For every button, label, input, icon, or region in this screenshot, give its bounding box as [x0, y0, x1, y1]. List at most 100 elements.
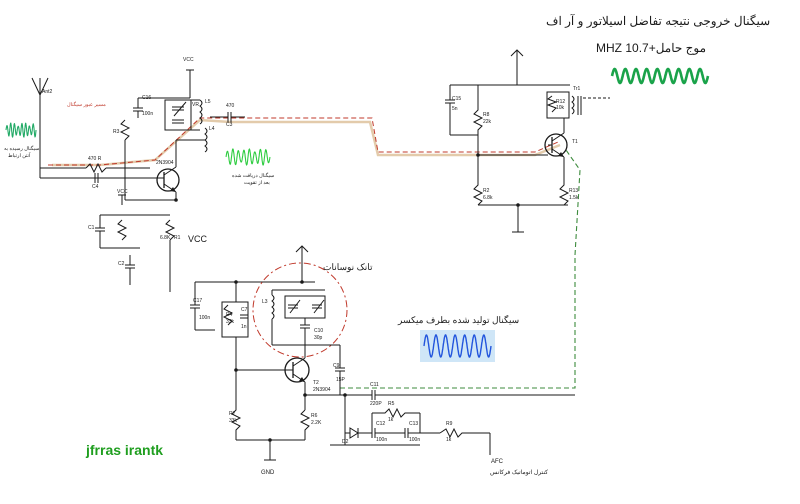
resistor-r6 [299, 409, 311, 440]
rf-signal-path [52, 118, 561, 167]
label-r4-osc-val: 33k [226, 319, 235, 325]
mixer-signal-waveform [420, 330, 495, 362]
label-c13: C13 [409, 421, 419, 427]
afc-note: کنترل اتوماتیک فرکانس [490, 470, 548, 476]
label-tr1: Tr1 [573, 86, 581, 92]
capacitor-c10 [300, 318, 310, 345]
tank-circuit-label: تانک نوسانات [323, 262, 373, 272]
label-c11-val: 220P [370, 401, 382, 407]
vcc-label-bias: VCC [117, 189, 128, 195]
capacitor-c1 [95, 215, 105, 248]
inductor-l3 [271, 294, 275, 320]
vcc-label-osc: VCC [188, 234, 208, 244]
capacitor-c7 [240, 314, 248, 319]
label-c17: C17 [193, 298, 203, 304]
osc-signal-path [340, 149, 581, 389]
label-r6-val: 2.2K [311, 420, 322, 426]
capacitor-c3 [227, 112, 232, 122]
label-c3: C3 [226, 122, 233, 128]
label-t2-val: 2N3904 [313, 387, 331, 393]
resistor-r1 [164, 219, 176, 241]
label-r7-val: 33k [229, 418, 238, 424]
capacitor-c16 [133, 98, 143, 118]
watermark-text: jfrras irantk [86, 442, 164, 458]
diode-d2 [349, 427, 359, 439]
label-c12: C12 [376, 421, 386, 427]
mixer-transistor [544, 132, 568, 158]
label-c4: C4 [92, 184, 99, 190]
label-r9: R9 [446, 421, 453, 427]
signal-path-label: مسیر عبور سیگنال [67, 102, 106, 108]
output-signal-waveform [610, 67, 710, 85]
received-signal-label: سیگنال دریافت شده [232, 173, 275, 179]
label-r5-val: 1k [388, 417, 394, 423]
label-c16-val: 100n [142, 111, 154, 117]
label-r12-val: 10k [556, 105, 565, 111]
label-t2: T2 [313, 380, 319, 386]
label-c9: C9 [333, 363, 340, 369]
resistor-r9 [439, 427, 490, 439]
antenna-symbol [31, 77, 49, 178]
capacitor-c2 [125, 255, 135, 285]
label-c17-val: 100n [199, 315, 211, 321]
label-r13: R13 [569, 188, 579, 194]
label-l3: L3 [262, 299, 268, 305]
rf-tank-varactor [164, 99, 192, 131]
capacitor-c13 [404, 428, 409, 438]
label-c7: C7 [241, 307, 248, 313]
capacitor-c15 [445, 85, 455, 135]
label-r13-val: 1.5k [569, 195, 579, 201]
label-c10: C10 [314, 328, 324, 334]
capacitor-c11 [371, 390, 376, 400]
oscillator-transistor [236, 357, 310, 383]
capacitor-c9 [335, 345, 345, 395]
label-r8: R8 [483, 112, 490, 118]
label-c12-val: 100n [376, 437, 388, 443]
label-c3-val: 470 [226, 103, 235, 109]
received-signal-label-2: بعد از تقویت [244, 180, 270, 186]
resistor-r5 [372, 407, 420, 419]
resistor-r3 [119, 119, 131, 141]
antenna-signal-waveform [5, 122, 37, 138]
resistor-r4 [85, 162, 107, 174]
label-c10-val: 30p [314, 335, 323, 341]
label-c2: C2 [118, 261, 125, 267]
mixer-signal-label: سیگنال تولید شده بطرف میکسر [398, 315, 520, 325]
label-q-rf: 2N3904 [156, 160, 174, 166]
inductor-l5 [199, 99, 203, 125]
label-c16: C16 [142, 95, 152, 101]
rf-transistor [150, 166, 180, 193]
potentiometer [116, 219, 128, 241]
label-r2-val: 6.8k [483, 195, 493, 201]
if-transformer [571, 95, 610, 115]
carrier-note: موج حامل+10.7 MHZ [596, 41, 707, 55]
resistor-r12 [546, 91, 570, 119]
label-c11: C11 [370, 382, 379, 388]
label-c9-val: 15P [336, 377, 345, 383]
label-vr: VR [192, 102, 199, 108]
antenna-label: Ant2 [42, 89, 53, 95]
label-r7: R7 [229, 411, 236, 417]
label-r-470: 470 R [88, 156, 102, 162]
label-r6: R6 [311, 413, 318, 419]
resistor-r7 [230, 370, 242, 440]
label-r5: R5 [388, 401, 395, 407]
rf-signal-path-red [48, 117, 559, 166]
antenna-signal-label: سیگنال رسیده به [4, 146, 40, 152]
label-c15: C15 [452, 96, 462, 102]
resistor-r2 [472, 175, 484, 206]
antenna-signal-label-2: آنتن ارتباط [8, 153, 31, 159]
label-r9-val: 1k [446, 437, 452, 443]
label-c7-val: 1n [241, 324, 247, 330]
label-c15-val: 5n [452, 106, 458, 112]
label-r1: R1 [174, 235, 181, 241]
label-r2: R2 [483, 188, 490, 194]
label-r8-val: 22k [483, 119, 492, 125]
afc-label: AFC [491, 459, 503, 465]
label-r12: R12 [556, 99, 566, 105]
resistor-r8 [472, 85, 484, 175]
label-r3: R3 [113, 129, 120, 135]
diagram-title: سیگنال خروجی نتیجه تفاضل اسیلاتور و آر ا… [546, 14, 771, 28]
